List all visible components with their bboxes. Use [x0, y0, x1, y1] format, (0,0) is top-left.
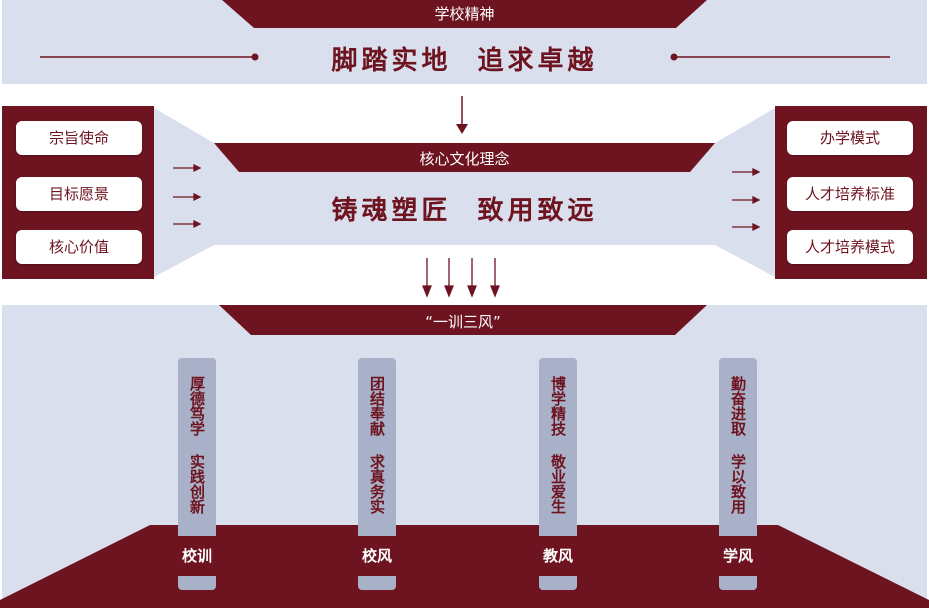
pillar-text: 博学精技 敬业爱生 [549, 376, 567, 514]
pillar-text: 厚德笃学 实践创新 [188, 376, 206, 514]
right-item-standard: 人才培养标准 [787, 177, 913, 211]
core-motto: 铸魂塑匠 致用致远 [331, 196, 598, 226]
pillar-text: 团结奉献 求真务实 [368, 376, 386, 514]
winds-shapes [0, 305, 929, 608]
right-item-model: 办学模式 [787, 121, 913, 155]
left-item-vision: 目标愿景 [16, 177, 142, 211]
winds-tab-label: “一训三风” [425, 313, 501, 331]
left-item-values: 核心价值 [16, 230, 142, 264]
right-item-training: 人才培养模式 [787, 230, 913, 264]
badge-motto: 校训 [174, 536, 220, 576]
core-shapes [154, 108, 775, 277]
down-arrows-icon [422, 258, 500, 298]
left-item-mission: 宗旨使命 [16, 121, 142, 155]
core-tab-label: 核心文化理念 [419, 150, 510, 168]
badge-study-ethos: 学风 [715, 536, 761, 576]
badge-teaching-ethos: 教风 [535, 536, 581, 576]
badge-school-ethos: 校风 [354, 536, 400, 576]
spirit-tab-label: 学校精神 [434, 5, 495, 23]
pillar-text: 勤奋进取 学以致用 [729, 376, 747, 514]
spirit-motto: 脚踏实地 追求卓越 [331, 46, 598, 76]
spirit-tab-shape [40, 0, 890, 61]
down-arrow-icon [456, 96, 468, 134]
